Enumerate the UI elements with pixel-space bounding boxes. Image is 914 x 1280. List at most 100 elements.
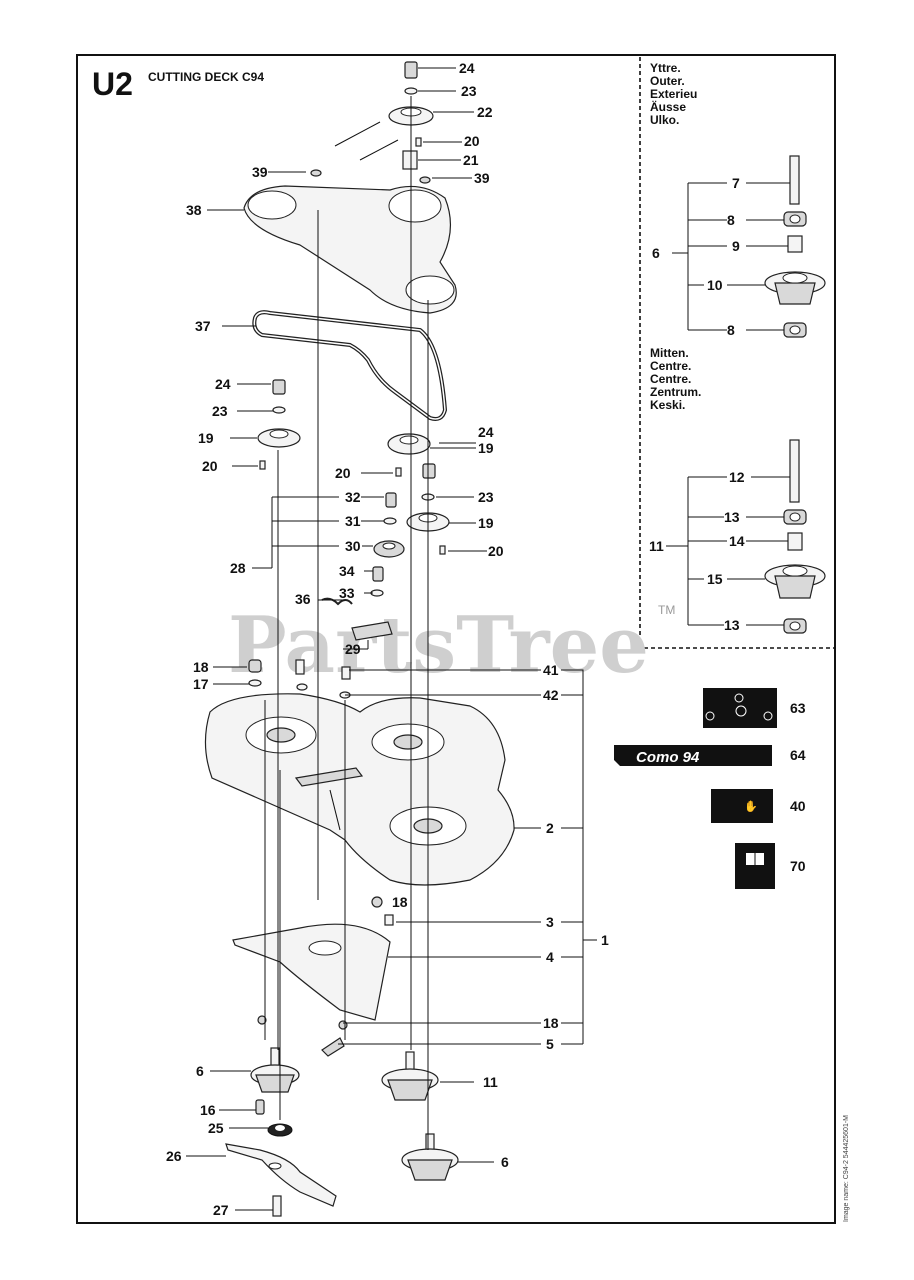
- label-15: 15: [707, 571, 723, 587]
- callout-2: 2: [546, 820, 554, 836]
- callout-4: 4: [546, 949, 554, 965]
- callout-18-mid: 18: [392, 894, 408, 910]
- svg-text:Centre.: Centre.: [650, 359, 691, 373]
- svg-text:Centre.: Centre.: [650, 372, 691, 386]
- label-14: 14: [729, 533, 745, 549]
- decal-64-image: Como 94: [614, 745, 772, 766]
- drive-belt: [252, 310, 448, 421]
- svg-text:Zentrum.: Zentrum.: [650, 385, 701, 399]
- label-13-bottom: 13: [724, 617, 740, 633]
- center-spindle-parts: [764, 439, 826, 634]
- svg-text:Ulko.: Ulko.: [650, 113, 679, 127]
- callout-19-right: 19: [478, 515, 494, 531]
- callout-6-right: 6: [501, 1154, 509, 1170]
- watermark: PartsTree: [228, 600, 649, 691]
- svg-text:Yttre.: Yttre.: [650, 61, 681, 75]
- callout-1: 1: [601, 932, 609, 948]
- label-40: 40: [790, 798, 806, 814]
- callout-18-bottom: 18: [543, 1015, 559, 1031]
- callout-6-left: 6: [196, 1063, 204, 1079]
- callout-39-left: 39: [252, 164, 268, 180]
- callout-33: 33: [339, 585, 355, 601]
- callout-19-left: 19: [198, 430, 214, 446]
- inset-outer-header: Yttre. Outer. Exterieu Äusse Ulko.: [650, 61, 697, 127]
- outer-spindle-leaders: [672, 182, 790, 331]
- callout-29: 29: [345, 641, 361, 657]
- callout-31: 31: [345, 513, 361, 529]
- callout-20-top: 20: [464, 133, 480, 149]
- callout-20-left: 20: [202, 458, 218, 474]
- svg-text:Keski.: Keski.: [650, 398, 685, 412]
- inset-center-header: Mitten. Centre. Centre. Zentrum. Keski.: [650, 346, 701, 412]
- inset-border: [639, 57, 834, 649]
- label-7: 7: [732, 175, 740, 191]
- label-12: 12: [729, 469, 745, 485]
- deck-housing: [204, 693, 515, 886]
- callout-23-center: 23: [478, 489, 494, 505]
- section-title: CUTTING DECK C94: [148, 70, 264, 84]
- callout-22: 22: [477, 104, 493, 120]
- callout-18-top: 18: [193, 659, 209, 675]
- callout-27: 27: [213, 1202, 229, 1218]
- callout-leaders: [186, 67, 597, 1211]
- label-6-inset: 6: [652, 245, 660, 261]
- callout-24-center-label: 24: [478, 424, 494, 440]
- center-pulley-stack: [387, 433, 450, 555]
- callout-24-left: 24: [215, 376, 231, 392]
- callout-19-center: 19: [478, 440, 494, 456]
- label-63: 63: [790, 700, 806, 716]
- decal-63-image: [703, 688, 777, 728]
- idler-stack: [321, 492, 405, 641]
- callout-11: 11: [483, 1074, 498, 1090]
- label-70: 70: [790, 858, 806, 874]
- top-bolt-washer-pulley: [334, 61, 434, 170]
- label-8-bottom: 8: [727, 322, 735, 338]
- callout-20-right: 20: [488, 543, 504, 559]
- center-spindle-leaders: [666, 476, 790, 626]
- top-cover: [243, 169, 457, 314]
- label-10: 10: [707, 277, 723, 293]
- section-code: U2: [92, 66, 133, 102]
- callout-17: 17: [193, 676, 209, 692]
- lever-part-5: [321, 1037, 345, 1057]
- label-13-top: 13: [724, 509, 740, 525]
- blade: [225, 1143, 337, 1217]
- callout-41: 41: [543, 662, 559, 678]
- callout-34: 34: [339, 563, 355, 579]
- baffle: [232, 923, 391, 1021]
- decal-40-image: ✋: [711, 789, 773, 823]
- label-64: 64: [790, 747, 806, 763]
- svg-text:Outer.: Outer.: [650, 74, 685, 88]
- callout-20-center: 20: [335, 465, 351, 481]
- callout-3: 3: [546, 914, 554, 930]
- outer-spindle-parts: [764, 155, 826, 338]
- callout-24-top: 24: [459, 60, 475, 76]
- left-pulley-stack: [257, 379, 301, 470]
- svg-text:Mitten.: Mitten.: [650, 346, 689, 360]
- callout-21: 21: [463, 152, 479, 168]
- deck-hardware-top: [248, 659, 351, 699]
- callout-39-right: 39: [474, 170, 490, 186]
- callout-30: 30: [345, 538, 361, 554]
- spindle-center: [381, 1051, 439, 1101]
- svg-text:✋: ✋: [744, 800, 758, 813]
- spindle-left: [250, 1047, 300, 1137]
- spindle-right: [401, 1133, 459, 1181]
- callout-16: 16: [200, 1102, 216, 1118]
- callout-26: 26: [166, 1148, 182, 1164]
- svg-text:Äusse: Äusse: [650, 99, 686, 114]
- callout-23-top: 23: [461, 83, 477, 99]
- callout-37: 37: [195, 318, 211, 334]
- callout-42: 42: [543, 687, 559, 703]
- diagram-frame: [76, 54, 836, 1224]
- label-11-inset: 11: [649, 538, 664, 554]
- label-9: 9: [732, 238, 740, 254]
- svg-text:Exterieu: Exterieu: [650, 87, 697, 101]
- label-8-top: 8: [727, 212, 735, 228]
- callout-23-left: 23: [212, 403, 228, 419]
- svg-text:Como 94: Como 94: [636, 749, 700, 766]
- callout-32: 32: [345, 489, 361, 505]
- callout-38: 38: [186, 202, 202, 218]
- watermark-tm: TM: [658, 603, 675, 617]
